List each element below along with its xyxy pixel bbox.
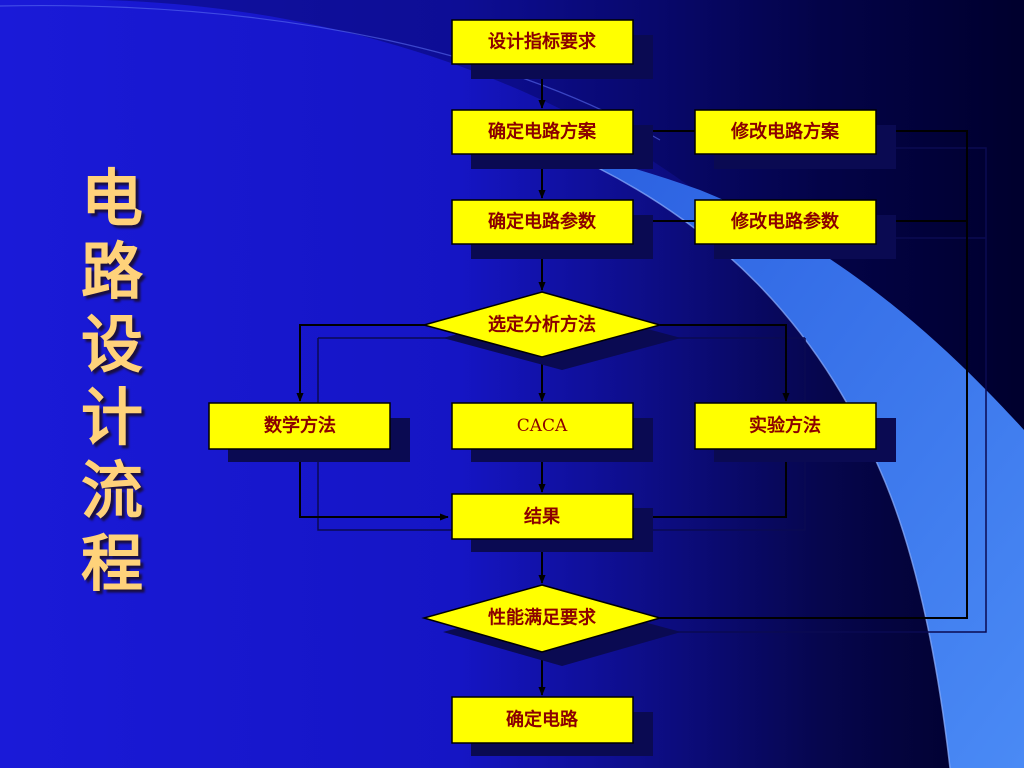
label-modify-plan: 修改电路方案 <box>730 121 840 143</box>
arrow-math-to-result <box>299 449 449 521</box>
node-modify-plan <box>694 109 877 155</box>
arrow-to-math <box>296 324 425 402</box>
label-plan: 确定电路方案 <box>488 121 597 143</box>
label-modify-params: 修改电路参数 <box>730 211 840 233</box>
node-result <box>451 493 634 540</box>
label-select-method: 选定分析方法 <box>488 314 596 336</box>
node-math-method <box>208 402 391 450</box>
vertical-title: 电 路 设 计 流 程 <box>76 162 148 600</box>
nodes <box>208 19 877 744</box>
node-modify-params <box>694 199 877 245</box>
label-spec: 设计指标要求 <box>488 31 597 53</box>
label-experiment-method: 实验方法 <box>749 415 821 437</box>
blue-sweep <box>560 150 1024 768</box>
dark-sweep <box>40 0 1024 768</box>
node-plan <box>451 109 634 155</box>
label-caca: CACA <box>517 416 568 436</box>
title-char: 设 <box>80 308 143 381</box>
node-select-method <box>421 291 663 358</box>
title-char: 计 <box>80 381 143 454</box>
node-meets-requirements <box>421 584 663 653</box>
node-params <box>451 199 634 245</box>
label-meets-requirements: 性能满足要求 <box>488 607 597 629</box>
title-char: 程 <box>80 527 143 600</box>
arrow-experiment-to-result <box>635 449 787 521</box>
title-char: 流 <box>80 454 143 527</box>
node-experiment-method <box>694 402 877 450</box>
node-caca <box>451 402 634 450</box>
label-math-method: 数学方法 <box>264 415 336 437</box>
label-final-circuit: 确定电路 <box>506 709 579 731</box>
label-params: 确定电路参数 <box>488 211 597 233</box>
title-char: 电 <box>80 162 143 235</box>
node-final-circuit <box>451 696 634 744</box>
title-char: 路 <box>80 235 143 308</box>
node-spec <box>451 19 634 65</box>
arrow-to-experiment <box>660 324 790 402</box>
label-result: 结果 <box>524 506 561 528</box>
arrow-feedback-to-modify-plan <box>660 127 968 619</box>
top-arc <box>0 5 661 141</box>
